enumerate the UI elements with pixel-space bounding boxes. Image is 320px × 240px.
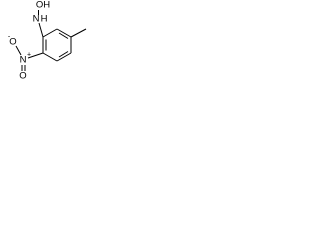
bond-ring-to-methyl	[70, 28, 87, 38]
nitro-positive-charge: +	[27, 52, 31, 59]
nitro-nitrogen-label: N	[20, 55, 27, 66]
ring-inner-double-bond	[58, 32, 69, 39]
nitro-oxygen-minus-label: O	[9, 37, 16, 48]
amine-nitrogen-label: N	[33, 14, 40, 25]
hydroxyl-oxygen-label: OH	[36, 0, 50, 11]
bond-ring-to-nitro	[27, 52, 44, 59]
ring-bond	[42, 52, 58, 62]
bond-nitro-to-oxygen-minus	[15, 45, 22, 56]
ring-bond	[42, 28, 58, 38]
amine-hydrogen-label: H	[41, 14, 48, 25]
nitro-oxygen-double-label: O	[19, 71, 26, 82]
nitro-negative-charge: -	[8, 34, 11, 41]
ring-bond	[56, 52, 72, 62]
structure-diagram: OH N H N + O - O	[8, 0, 87, 82]
ring-inner-double-bond	[58, 51, 69, 58]
bond-ring-to-amine	[38, 22, 44, 38]
benzene-ring	[42, 28, 72, 62]
ring-bond	[56, 28, 72, 38]
